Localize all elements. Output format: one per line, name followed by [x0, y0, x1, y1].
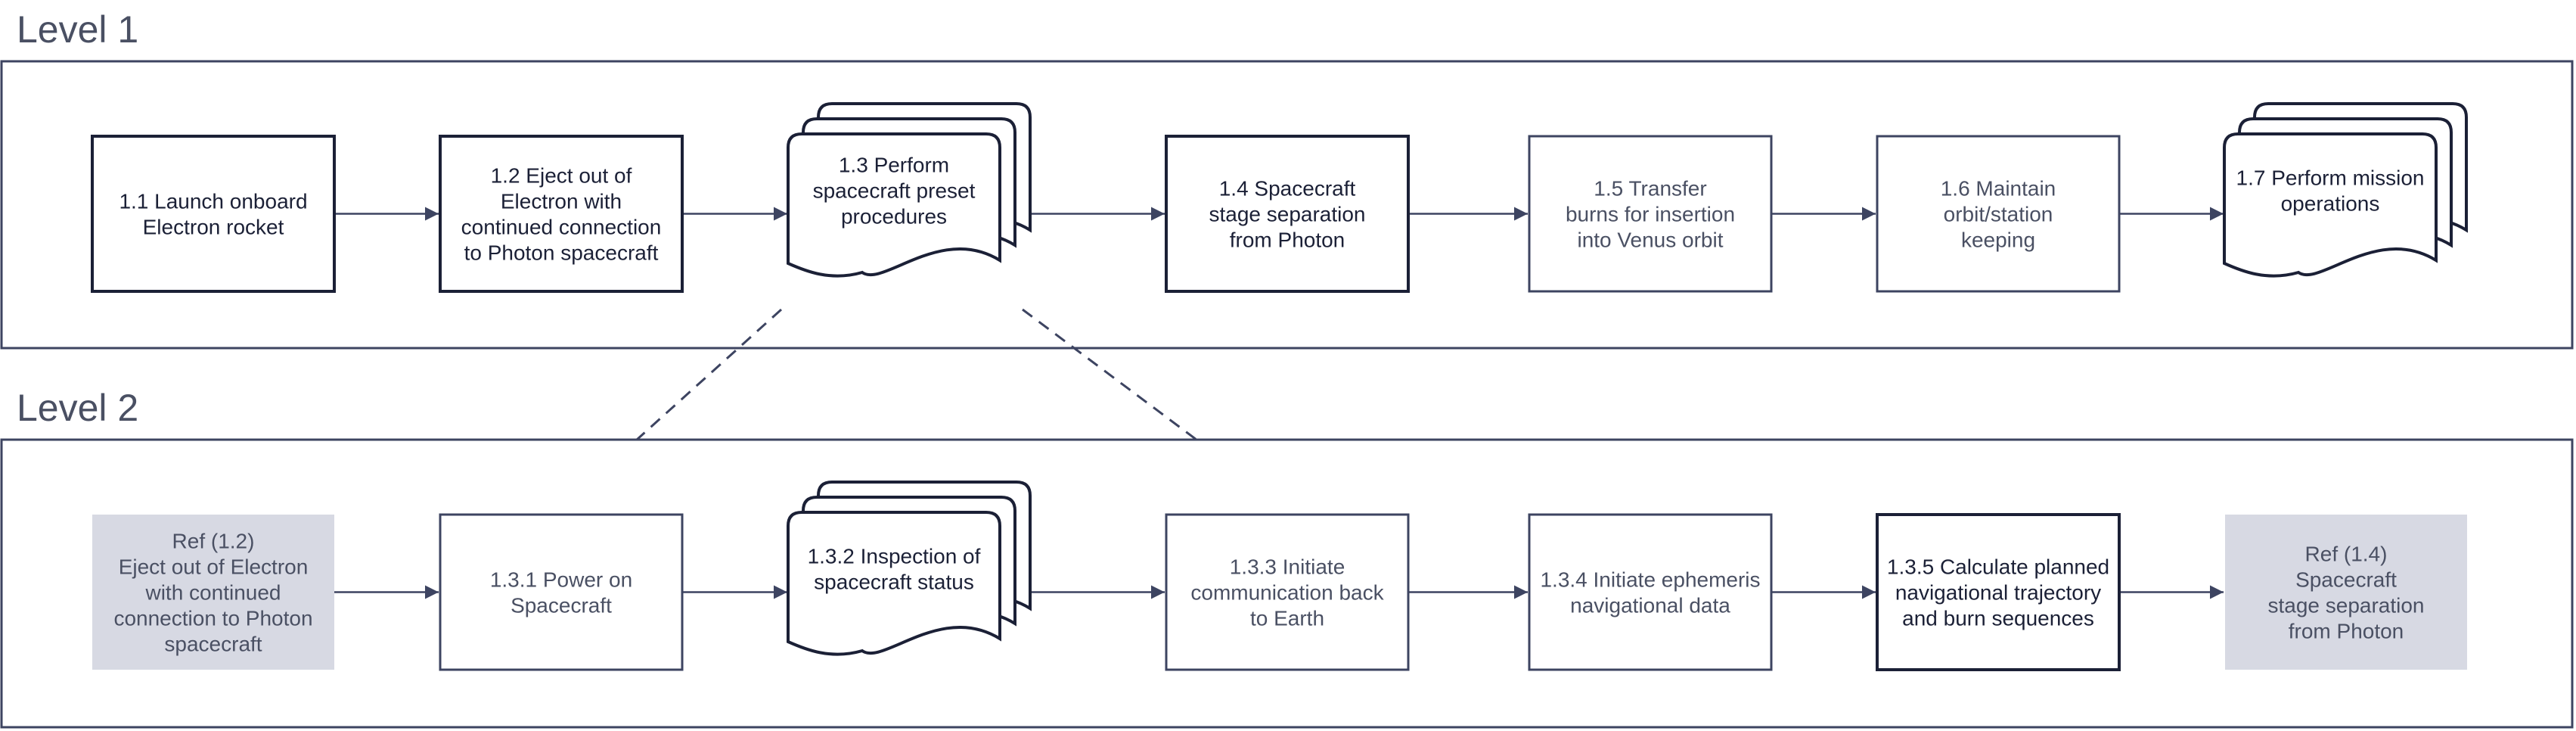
- node-1-3-2: 1.3.2 Inspection of spacecraft status: [787, 481, 1032, 656]
- node-label-line: 1.3 Perform: [839, 154, 949, 177]
- node-label-line: operations: [2281, 192, 2380, 216]
- node-label-line: and burn sequences: [1902, 607, 2094, 630]
- level-2-title: Level 2: [17, 387, 138, 429]
- expansion-line-right: [1022, 308, 1197, 441]
- node-label-line: keeping: [1961, 229, 2035, 252]
- node-label-line: 1.2 Eject out of: [491, 164, 632, 188]
- node-label-line: orbit/station: [1944, 203, 2053, 226]
- node-label-line: 1.4 Spacecraft: [1219, 177, 1356, 201]
- node-label-line: communication back: [1190, 581, 1384, 605]
- node-label-line: continued connection: [461, 216, 662, 239]
- node-label-line: into Venus orbit: [1577, 229, 1723, 252]
- node-label-line: Eject out of Electron: [119, 555, 309, 579]
- node-label-line: with continued: [144, 581, 281, 605]
- node-label-line: navigational data: [1570, 594, 1730, 617]
- node-label-line: 1.3.4 Initiate ephemeris: [1540, 568, 1760, 592]
- node-label-line: Ref (1.4): [2305, 543, 2388, 566]
- node-label-line: 1.3.5 Calculate planned: [1887, 555, 2109, 579]
- node-label-line: spacecraft: [164, 633, 262, 656]
- node-label-line: stage separation: [1209, 203, 1365, 226]
- node-label-line: 1.3.1 Power on: [490, 568, 632, 592]
- level-1-title: Level 1: [17, 8, 138, 51]
- document-front-shape: [787, 132, 1001, 278]
- process-box: [1876, 135, 2121, 293]
- node-label-line: 1.5 Transfer: [1594, 177, 1706, 201]
- document-front-shape: [787, 511, 1001, 656]
- node-label-line: Electron with: [501, 190, 622, 213]
- process-box: [1165, 135, 1410, 293]
- node-label-line: 1.6 Maintain: [1941, 177, 2056, 201]
- node-label-line: 1.7 Perform mission: [2236, 166, 2425, 190]
- process-box: [1528, 135, 1773, 293]
- level-2-frame: [0, 438, 2574, 729]
- node-label-line: stage separation: [2267, 594, 2424, 617]
- node-label-line: 1.3.3 Initiate: [1230, 555, 1345, 579]
- node-label-line: from Photon: [2289, 620, 2404, 643]
- reference-box: [2225, 515, 2467, 670]
- node-label-line: Spacecraft: [511, 594, 612, 617]
- node-label-line: connection to Photon: [113, 607, 312, 630]
- node-label-line: spacecraft preset: [813, 179, 976, 203]
- process-box: [91, 135, 336, 293]
- node-label-line: procedures: [841, 205, 947, 229]
- document-front-shape: [2223, 132, 2438, 278]
- process-box: [439, 135, 684, 293]
- node-label-line: to Earth: [1250, 607, 1324, 630]
- node-label-line: navigational trajectory: [1895, 581, 2101, 605]
- node-label-line: from Photon: [1230, 229, 1345, 252]
- process-box: [1528, 513, 1773, 671]
- node-label-line: spacecraft status: [814, 571, 974, 594]
- process-box: [1165, 513, 1410, 671]
- node-label-line: to Photon spacecraft: [464, 241, 659, 265]
- process-box: [1876, 513, 2121, 671]
- node-label-line: burns for insertion: [1566, 203, 1735, 226]
- node-label-line: Spacecraft: [2295, 568, 2397, 592]
- node-label-line: Electron rocket: [143, 216, 284, 239]
- node-label-line: 1.3.2 Inspection of: [808, 545, 981, 568]
- expansion-line-left: [635, 308, 783, 441]
- process-box: [439, 513, 684, 671]
- node-label-line: 1.1 Launch onboard: [119, 190, 307, 213]
- level-1-frame: [0, 60, 2574, 350]
- reference-box: [92, 515, 334, 670]
- node-label-line: Ref (1.2): [172, 530, 255, 553]
